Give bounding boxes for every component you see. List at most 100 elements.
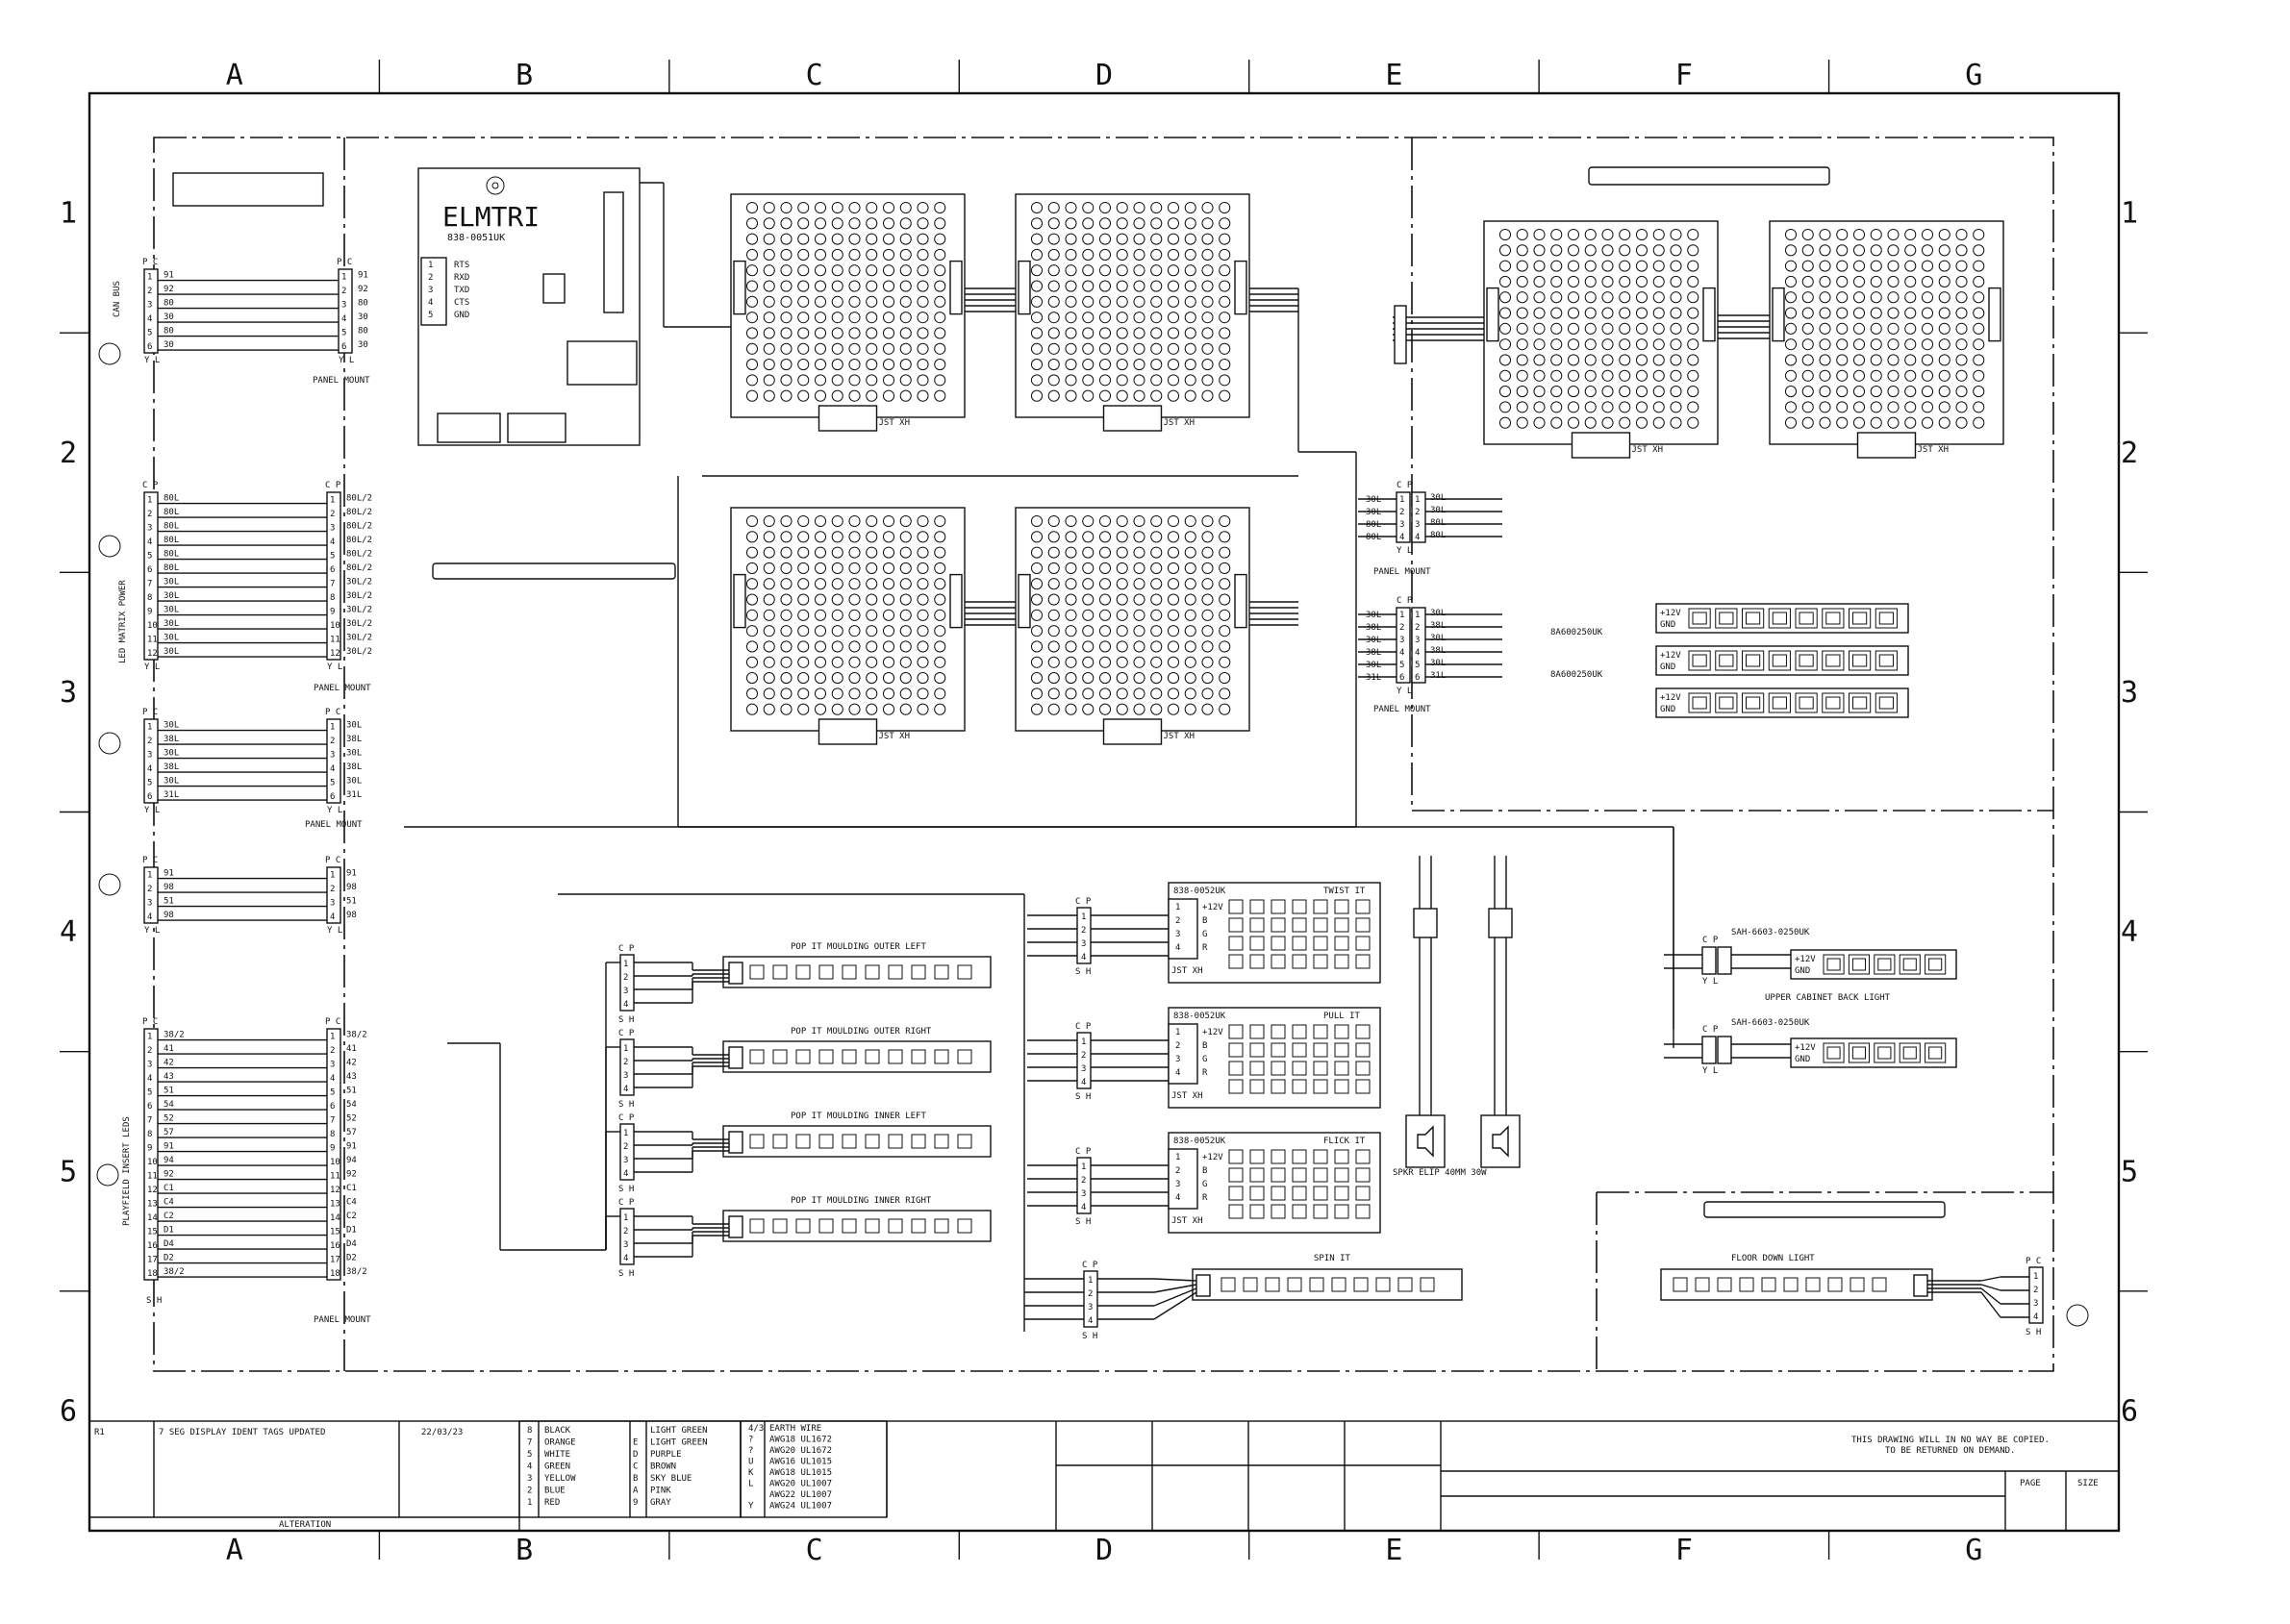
matrix-led bbox=[1065, 374, 1077, 387]
board-brand: ELMTRI bbox=[442, 201, 540, 233]
matrix-led bbox=[1801, 260, 1814, 272]
key-color: GRAY bbox=[650, 1498, 671, 1508]
matrix-led bbox=[848, 546, 861, 559]
matrix-led bbox=[763, 359, 775, 371]
wire-label: D4 bbox=[346, 1239, 357, 1249]
matrix-cell bbox=[1292, 1061, 1307, 1076]
matrix-led bbox=[1516, 244, 1528, 257]
matrix-led bbox=[1887, 291, 1900, 304]
matrix-led bbox=[882, 578, 895, 590]
wire-label: 30 bbox=[358, 312, 368, 322]
matrix-led bbox=[1150, 248, 1163, 261]
connector-shell bbox=[326, 491, 341, 661]
matrix-led bbox=[1584, 338, 1597, 351]
matrix-cell bbox=[1355, 1061, 1371, 1076]
matrix-led bbox=[814, 374, 827, 387]
matrix-led bbox=[1098, 562, 1112, 574]
matrix-led bbox=[831, 656, 843, 668]
matrix-led bbox=[1184, 389, 1196, 402]
wire-label: 31L bbox=[1366, 673, 1381, 683]
matrix-led bbox=[1150, 687, 1163, 700]
connector-footer: Y L bbox=[1702, 977, 1718, 987]
led-cell-inner bbox=[1826, 1046, 1841, 1060]
pin-number: 2 bbox=[623, 1227, 628, 1237]
matrix-led bbox=[934, 514, 946, 528]
led-cell-inner bbox=[1692, 654, 1707, 667]
strip-led bbox=[888, 1049, 903, 1064]
pin-number: 9 bbox=[147, 607, 152, 616]
matrix-led bbox=[917, 342, 929, 355]
wire bbox=[1153, 1284, 1197, 1293]
matrix-led bbox=[1150, 531, 1163, 543]
matrix-led bbox=[1098, 703, 1112, 715]
matrix-led bbox=[848, 248, 861, 261]
matrix-led bbox=[1904, 244, 1917, 257]
matrix-led bbox=[1030, 687, 1044, 700]
connector-shell bbox=[143, 491, 159, 661]
wire-label: D4 bbox=[164, 1239, 174, 1249]
strip-led bbox=[934, 1049, 949, 1064]
serial-pin-num: 4 bbox=[428, 298, 433, 308]
matrix-led bbox=[1498, 416, 1512, 429]
wire-label: 30L bbox=[164, 720, 179, 730]
pin-number: 4 bbox=[147, 314, 152, 324]
matrix-led bbox=[745, 593, 759, 606]
matrix-led bbox=[1065, 327, 1077, 339]
matrix-led bbox=[1687, 228, 1699, 241]
strip-led bbox=[818, 1049, 834, 1064]
wire-label: C2 bbox=[164, 1212, 174, 1221]
matrix-cell bbox=[1249, 1149, 1265, 1164]
pin-number: 10 bbox=[147, 1158, 158, 1167]
matrix-led bbox=[1082, 248, 1095, 261]
matrix-led bbox=[745, 295, 759, 308]
wire-label: 91 bbox=[346, 1141, 357, 1151]
matrix-led bbox=[1670, 244, 1682, 257]
wire-label: 98 bbox=[346, 911, 357, 920]
led-cell-inner bbox=[1852, 654, 1868, 667]
matrix-led bbox=[866, 656, 878, 668]
strip-led bbox=[934, 964, 949, 980]
strip-led bbox=[888, 1134, 903, 1149]
matrix-led bbox=[1201, 593, 1214, 606]
matrix-cell bbox=[1249, 1061, 1265, 1076]
matrix-led bbox=[780, 217, 793, 230]
led-cell-inner bbox=[1746, 654, 1761, 667]
wire-label: 80L bbox=[164, 493, 179, 503]
matrix-led bbox=[1887, 275, 1900, 287]
matrix-led bbox=[1584, 369, 1597, 382]
matrix-led bbox=[797, 578, 810, 590]
pin-number: 4 bbox=[147, 912, 152, 922]
matrix-led bbox=[1065, 625, 1077, 637]
matrix-led bbox=[1836, 354, 1849, 366]
size-label: SIZE bbox=[2077, 1479, 2099, 1488]
matrix-cell bbox=[1228, 1186, 1244, 1201]
pin-number: 2 bbox=[1399, 508, 1404, 517]
strip-led bbox=[865, 1218, 880, 1234]
matrix-led bbox=[899, 233, 912, 245]
led-cell-inner bbox=[1902, 958, 1917, 971]
matrix-led bbox=[848, 656, 861, 668]
matrix-led bbox=[848, 672, 861, 685]
wire-label: 38/2 bbox=[164, 1030, 185, 1039]
matrix-led bbox=[1082, 389, 1095, 402]
matrix-cell bbox=[1271, 1079, 1286, 1094]
matrix-led bbox=[1870, 369, 1882, 382]
matrix-led bbox=[1635, 338, 1648, 351]
matrix-led bbox=[814, 546, 827, 559]
matrix-led bbox=[1201, 280, 1214, 292]
matrix-led bbox=[1601, 338, 1614, 351]
matrix-led bbox=[814, 217, 827, 230]
matrix-led bbox=[831, 264, 843, 277]
wire-label: 92 bbox=[346, 1169, 357, 1179]
matrix-led bbox=[1973, 386, 1985, 398]
pin-name: GND bbox=[1660, 620, 1675, 630]
mounting-hole-icon bbox=[98, 535, 121, 558]
matrix-led bbox=[1030, 248, 1044, 261]
matrix-led bbox=[1887, 401, 1900, 413]
matrix-led bbox=[1201, 578, 1214, 590]
led-power-label: LED MATRIX POWER bbox=[118, 580, 128, 663]
matrix-led bbox=[882, 389, 895, 402]
matrix-led bbox=[1904, 386, 1917, 398]
zone-row-left-3: 3 bbox=[60, 676, 77, 710]
